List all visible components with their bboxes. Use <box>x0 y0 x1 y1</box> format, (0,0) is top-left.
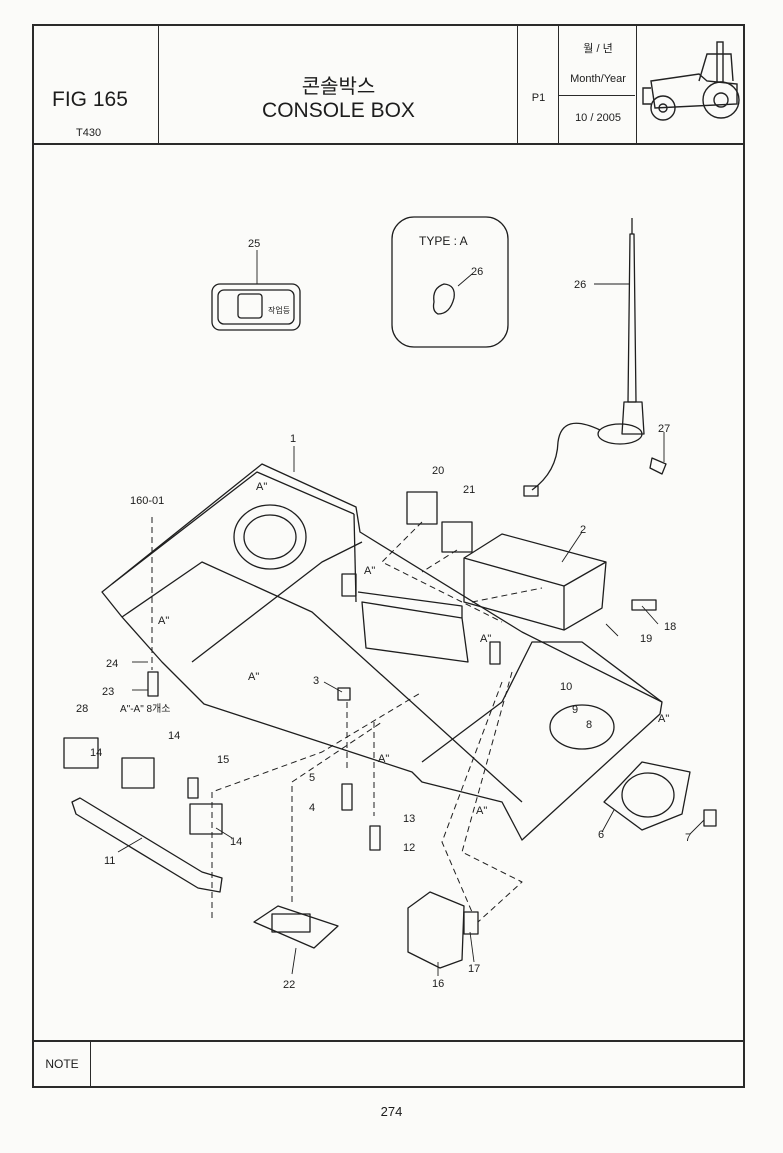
callout-leaders <box>117 250 705 976</box>
callout-15: 15 <box>217 754 229 766</box>
callout-6: 6 <box>598 829 604 841</box>
callout-22: 22 <box>283 979 295 991</box>
title-english: CONSOLE BOX <box>262 99 415 122</box>
section-mark: A" <box>476 805 487 817</box>
bolts <box>147 599 717 851</box>
callout-14: 14 <box>230 836 242 848</box>
console-box-body <box>101 463 663 841</box>
callout-3: 3 <box>313 675 319 687</box>
callout-24: 24 <box>106 658 118 670</box>
work-lamp-switch <box>211 283 301 331</box>
page-code: P1 <box>531 92 546 104</box>
callout-28: 28 <box>76 703 88 715</box>
section-mark: A" <box>480 633 491 645</box>
callout-26: 26 <box>471 266 483 278</box>
date-cell: 월 / 년 Month/Year 10 / 2005 <box>559 26 637 143</box>
date-value: 10 / 2005 <box>575 112 621 124</box>
tractor-icon <box>642 41 740 121</box>
note-label: NOTE <box>34 1042 91 1086</box>
callout-11: 11 <box>104 855 115 867</box>
fig-cell: FIG 165 T430 <box>34 26 159 143</box>
drawing-frame: FIG 165 T430 콘솔박스 CONSOLE BOX P1 월 / 년 M… <box>32 24 745 1088</box>
callout-16: 16 <box>432 978 444 990</box>
relay-box-16 <box>407 891 479 969</box>
callout-27: 27 <box>658 423 670 435</box>
section-note: A"-A" 8개소 <box>120 703 171 715</box>
callout-25: 25 <box>248 238 260 250</box>
title-block: FIG 165 T430 콘솔박스 CONSOLE BOX P1 월 / 년 M… <box>34 26 743 145</box>
type-a-detail <box>391 216 509 348</box>
section-mark: A" <box>256 481 267 493</box>
section-mark: A" <box>658 713 669 725</box>
note-row: NOTE <box>34 1040 743 1086</box>
page-cell: P1 <box>518 26 559 143</box>
callout-18: 18 <box>664 621 676 633</box>
section-mark: A" <box>364 565 375 577</box>
title-cell: 콘솔박스 CONSOLE BOX <box>159 26 518 143</box>
callout-2: 2 <box>580 524 586 536</box>
type-a-label: TYPE : A <box>419 234 468 248</box>
callout-17: 17 <box>468 963 480 975</box>
callout-8: 8 <box>586 719 592 731</box>
assembly-lines <box>151 517 543 923</box>
reference-number: 160-01 <box>130 495 164 507</box>
fig-number: FIG 165 <box>52 88 128 111</box>
callout-14: 14 <box>90 747 102 759</box>
model-code: T430 <box>76 127 102 139</box>
exploded-parts-diagram: TYPE : A 작업등 A"-A" 8개소 160-01 A" A" A" A… <box>63 216 717 991</box>
section-mark: A" <box>378 753 389 765</box>
relay-20 <box>406 491 438 525</box>
date-divider <box>559 95 635 96</box>
callout-13: 13 <box>403 813 415 825</box>
section-mark: A" <box>158 615 169 627</box>
switch-label: 작업등 <box>268 305 290 315</box>
lamp-22 <box>253 905 339 949</box>
callout-12: 12 <box>403 842 415 854</box>
callout-20: 20 <box>432 465 444 477</box>
date-label-korean: 월 / 년 <box>583 43 613 55</box>
page-number: 274 <box>380 1104 403 1119</box>
callout-1: 1 <box>290 433 296 445</box>
callout-19: 19 <box>640 633 652 645</box>
callout-9: 9 <box>572 704 578 716</box>
callout-23: 23 <box>102 686 114 698</box>
date-label-english: Month/Year <box>570 73 626 85</box>
callout-21: 21 <box>463 484 475 496</box>
relay-bracket <box>63 737 223 893</box>
callout-5: 5 <box>309 772 315 784</box>
section-mark: A" <box>248 671 259 683</box>
title-korean: 콘솔박스 <box>301 76 376 98</box>
callout-10: 10 <box>560 681 572 693</box>
diagram-labels: TYPE : A 작업등 A"-A" 8개소 160-01 A" A" A" A… <box>76 234 691 991</box>
callout-14: 14 <box>168 730 180 742</box>
speaker-grille <box>603 761 691 831</box>
tractor-cell <box>637 26 743 143</box>
relay-21 <box>441 521 473 553</box>
antenna <box>523 218 667 497</box>
callout-4: 4 <box>309 802 315 814</box>
console-tray <box>463 533 607 631</box>
callout-26: 26 <box>574 279 586 291</box>
callout-7: 7 <box>685 832 691 844</box>
